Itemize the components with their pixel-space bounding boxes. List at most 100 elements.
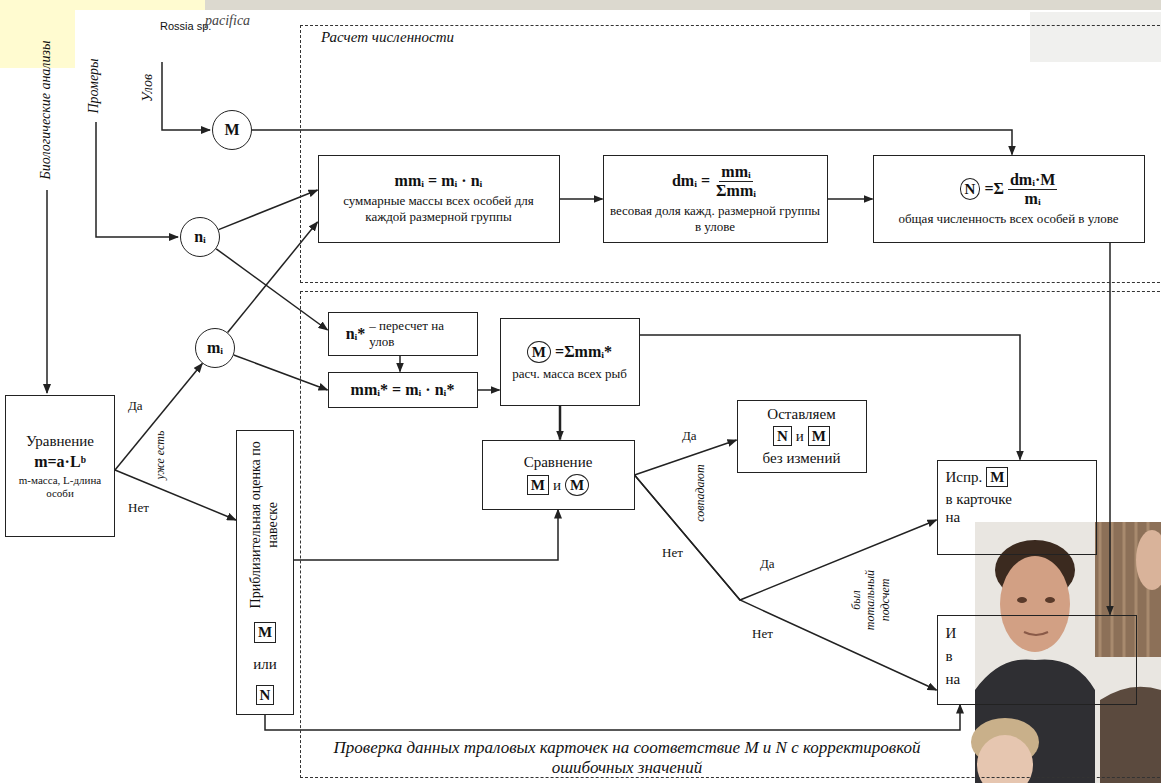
text-row: M=Σmmᵢ* (527, 341, 612, 363)
connector-arrow (559, 406, 562, 440)
node-text: mmᵢ* = mᵢ · nᵢ* (351, 381, 455, 399)
node-text: N (773, 426, 792, 447)
connector-arrow (219, 190, 318, 230)
shoulder (1100, 687, 1161, 783)
text-row: mmᵢ = mᵢ · nᵢ (395, 172, 483, 190)
process-box: N=Σdmᵢ·Mmᵢ общая численность всех особей … (873, 155, 1145, 243)
node-text: и (553, 476, 561, 494)
scan-ground (0, 68, 1161, 783)
node-text: суммарные массы всех особей для каждой р… (325, 193, 553, 224)
text-row: без измений (763, 449, 841, 467)
connector-arrow (478, 389, 500, 391)
annotation-label: Биологические анализы (38, 41, 55, 180)
annotation-label: Нет (660, 545, 685, 561)
connector-arrow (560, 198, 603, 200)
node-text: весовая доля кажд. размерной группы в ул… (610, 203, 821, 234)
box-content: ОставляемNиMбез измений (763, 405, 841, 468)
box-content: M=Σmmᵢ* расч. масса всех рыб (512, 341, 627, 382)
circle-node: mᵢ (195, 328, 235, 368)
text-row: Приблизительная оценка по навеске (248, 440, 282, 610)
node-text: Оставляем (767, 405, 835, 423)
circle-node: M (212, 110, 252, 150)
connector-arrow (635, 475, 937, 690)
text-row: N (256, 685, 275, 706)
box-content: N=Σdmᵢ·Mmᵢ общая численность всех особей … (898, 171, 1118, 227)
text-row: И в на (946, 622, 964, 692)
node-text: N (256, 685, 275, 706)
edge-label: Да (758, 556, 777, 572)
edge-label: Нет (750, 626, 775, 642)
mouth (1024, 632, 1048, 635)
node-text: Расчет численности (321, 29, 454, 46)
input-arrow (46, 190, 48, 393)
fraction: dmᵢ·Mmᵢ (1008, 171, 1058, 208)
node-text: =Σ (984, 180, 1004, 198)
face (977, 735, 1033, 783)
text-row: или (253, 655, 277, 673)
node-text: =Σmmᵢ* (555, 343, 612, 361)
text-row: Сравнение (524, 453, 593, 471)
text-row: общая численность всех особей в улове (898, 211, 1118, 227)
edge-label: Да (126, 398, 145, 414)
node-text: Испр. (946, 468, 983, 486)
node-text: в карточке на (946, 490, 1026, 526)
node-text: M (565, 474, 589, 496)
edge-label: Да (680, 428, 699, 444)
node-text: и (796, 427, 804, 445)
node-text: M (527, 341, 551, 363)
node-text: Σmmᵢ (714, 182, 758, 200)
node-text: M (986, 467, 1008, 488)
text-row: суммарные массы всех особей для каждой р… (325, 193, 553, 224)
box-content: mmᵢ* = mᵢ · nᵢ* (351, 381, 455, 399)
text-row: Уравнение (26, 432, 94, 450)
node-text: m=a·Lᵇ (34, 453, 86, 471)
annotation-label: Rossia sp. (160, 20, 211, 33)
dashed-region: Проверка данных траловых карточек на соо… (300, 291, 1161, 778)
connector-arrow (234, 355, 328, 390)
connector-arrow (265, 705, 960, 731)
node-text: mᵢ (1023, 190, 1043, 208)
text-row: в карточке на (946, 490, 1026, 526)
text-row: mmᵢ* = mᵢ · nᵢ* (351, 381, 455, 399)
node-text: mmᵢ (719, 163, 753, 182)
text-row: Оставляем (767, 405, 835, 423)
scan-strip (75, 10, 1161, 70)
eye (1017, 597, 1027, 603)
dashed-region: Расчет численности mmᵢ = mᵢ · nᵢ суммарные… (300, 25, 1161, 283)
text-row: m-масса, L-длина особи (12, 474, 108, 500)
text-row: m=a·Lᵇ (34, 453, 86, 471)
node-text: без измений (763, 449, 841, 467)
input-arrow (162, 62, 210, 130)
node-text: nᵢ (194, 228, 206, 246)
annotation-label: уже есть (153, 431, 167, 480)
process-box: M=Σmmᵢ* расч. масса всех рыб (500, 318, 640, 406)
face (1000, 556, 1070, 652)
connector-arrow (399, 356, 401, 372)
face (1136, 530, 1161, 590)
text-row: расч. масса всех рыб (512, 366, 627, 382)
node-text: И в на (946, 622, 964, 692)
node-text: dmᵢ·M (1008, 171, 1058, 190)
connector-arrow (294, 510, 558, 561)
text-row: Испр.M (946, 467, 1009, 488)
annotation-label: pacifica (205, 13, 250, 30)
process-box: СравнениеMиM (482, 440, 635, 510)
rotated-text: Приблизительная оценка по навеске (248, 440, 282, 610)
eye (1045, 597, 1055, 603)
box-content: СравнениеMиM (524, 453, 593, 496)
annotation-label: совпадают (693, 464, 707, 521)
text-row: MиM (527, 474, 589, 496)
input-arrow (96, 122, 178, 237)
scan-smudge (1030, 12, 1161, 62)
text-row: nᵢ*– пересчет на улов (346, 318, 460, 349)
process-box: Испр.Mв карточке на (937, 460, 1097, 555)
process-box: nᵢ*– пересчет на улов (328, 312, 478, 356)
box-content: И в на (946, 622, 964, 692)
text-row: N=Σdmᵢ·Mmᵢ (960, 171, 1058, 208)
connector-arrow (828, 198, 873, 200)
connector-arrow (1109, 243, 1111, 615)
edge-label: Нет (126, 500, 151, 516)
node-text: m-масса, L-длина особи (12, 474, 108, 500)
